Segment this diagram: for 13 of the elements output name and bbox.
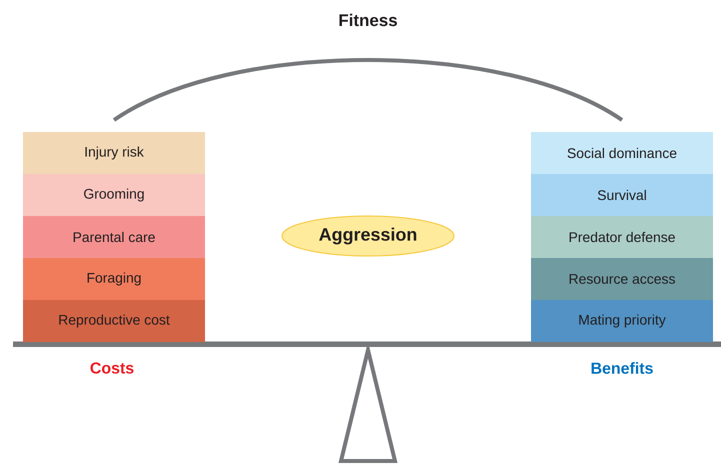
cost-box: Injury risk	[23, 132, 205, 174]
title: Fitness	[340, 14, 397, 26]
benefit-box: Mating priority	[531, 300, 713, 342]
cost-box: Reproductive cost	[23, 300, 205, 342]
cost-box: Foraging	[23, 258, 205, 300]
side-label: Benefits	[592, 362, 653, 374]
benefit-box: Predator defense	[531, 216, 713, 258]
benefit-box: Survival	[531, 174, 713, 216]
benefit-box: Resource access	[531, 258, 713, 300]
benefit-box: Social dominance	[531, 132, 713, 174]
cost-box: Grooming	[23, 174, 205, 216]
side-label: Costs	[90, 362, 134, 374]
cost-box: Parental care	[23, 216, 205, 258]
